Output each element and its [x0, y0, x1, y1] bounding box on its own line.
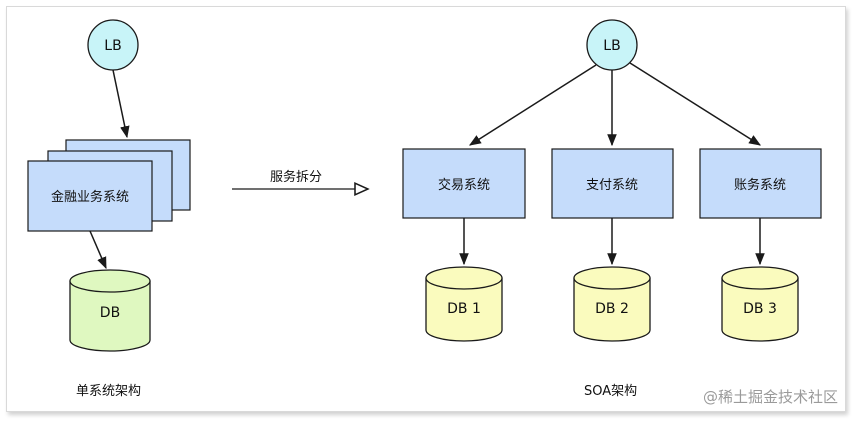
db2-cylinder: DB 2 [573, 266, 651, 342]
accounting-system-box: 账务系统 [699, 148, 822, 219]
single-system-caption: 单系统架构 [76, 384, 142, 399]
right-lb-node: LB [586, 19, 638, 71]
accounting-system-label: 账务系统 [734, 177, 786, 193]
watermark: @稀土掘金技术社区 [702, 388, 838, 406]
payment-system-label: 支付系统 [586, 178, 638, 193]
left-db-cylinder: DB [69, 269, 151, 352]
lb-to-accounting-arrow [629, 62, 762, 146]
service-split-label: 服务拆分 [270, 169, 322, 185]
left-db-label: DB [100, 305, 120, 321]
db2-label: DB 2 [595, 301, 629, 317]
soa-caption: SOA架构 [584, 384, 638, 399]
db3-label: DB 3 [743, 301, 777, 317]
left-system-stack: 金融业务系统 [27, 139, 191, 232]
left-lb-label: LB [104, 38, 121, 54]
left-lb-node: LB [87, 19, 139, 71]
trading-system-box: 交易系统 [402, 148, 526, 219]
db1-label: DB 1 [447, 301, 481, 317]
left-lb-to-system-arrow [112, 69, 130, 139]
db1-cylinder: DB 1 [425, 266, 503, 342]
left-system-to-db-arrow [89, 230, 107, 270]
right-lb-label: LB [603, 38, 620, 54]
db3-cylinder: DB 3 [721, 266, 799, 342]
payment-system-box: 支付系统 [551, 148, 674, 219]
left-system-label: 金融业务系统 [51, 189, 129, 205]
trading-system-label: 交易系统 [438, 177, 490, 193]
lb-to-trading-arrow [468, 64, 597, 146]
